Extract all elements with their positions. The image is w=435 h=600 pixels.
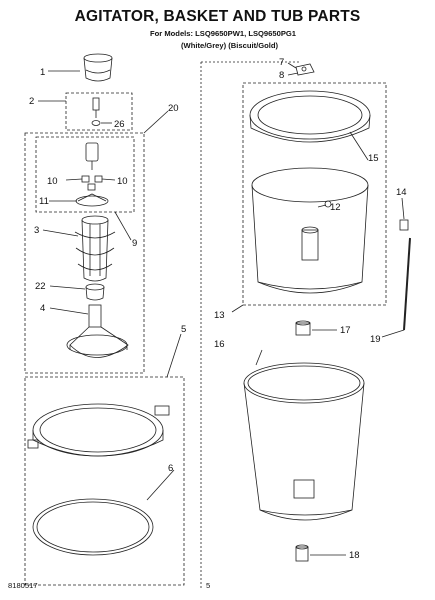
tub-gasket [32, 498, 154, 556]
outer-tub [243, 362, 365, 521]
callout-2: 2 [29, 96, 34, 107]
models-line: For Models: LSQ9650PW1, LSQ9650PG1 [150, 29, 297, 38]
part-22 [85, 283, 105, 301]
callout-17: 17 [340, 325, 351, 336]
callout-10-left: 10 [47, 176, 58, 187]
part-18 [295, 544, 309, 562]
balance-ring [249, 90, 371, 143]
callout-labels: 1 2 26 20 10 10 11 9 3 22 4 5 6 7 8 15 1… [29, 57, 407, 561]
page-number: 5 [206, 581, 211, 590]
footer-code: 8180517 [8, 581, 38, 590]
hose [403, 237, 411, 331]
callout-16: 16 [214, 339, 225, 350]
callout-6: 6 [168, 463, 173, 474]
group-box-20 [24, 132, 145, 374]
callout-9: 9 [132, 238, 137, 249]
callout-26: 26 [114, 119, 125, 130]
group-box-2 [65, 92, 133, 131]
callout-19: 19 [370, 334, 381, 345]
page-title: AGITATOR, BASKET AND TUB PARTS [74, 8, 361, 25]
agitator-dogs [75, 142, 109, 207]
callout-1: 1 [40, 67, 45, 78]
group-box-13 [242, 82, 387, 306]
colors-line: (White/Grey) (Biscuit/Gold) [181, 41, 279, 50]
agitator-auger [74, 215, 116, 282]
group-box-5 [24, 376, 185, 586]
part-7-8 [295, 63, 315, 76]
agitator-cap [83, 53, 113, 82]
callout-22: 22 [35, 281, 46, 292]
callout-18: 18 [349, 550, 360, 561]
callout-14: 14 [396, 187, 407, 198]
callout-5: 5 [181, 324, 186, 335]
callout-11: 11 [39, 196, 49, 207]
part-17 [295, 320, 311, 336]
tub-ring [27, 403, 170, 457]
callout-8: 8 [279, 70, 284, 81]
bolt-and-washer [91, 97, 101, 126]
callout-12: 12 [330, 202, 341, 213]
callout-3: 3 [34, 225, 39, 236]
group-box-9 [35, 136, 135, 213]
callout-7: 7 [279, 57, 284, 68]
agitator-base [66, 304, 129, 358]
wash-basket [251, 167, 369, 294]
callout-10-right: 10 [117, 176, 128, 187]
callout-15: 15 [368, 153, 379, 164]
callout-20: 20 [168, 103, 179, 114]
callout-13: 13 [214, 310, 225, 321]
part-14 [399, 219, 409, 231]
callout-4: 4 [40, 303, 45, 314]
